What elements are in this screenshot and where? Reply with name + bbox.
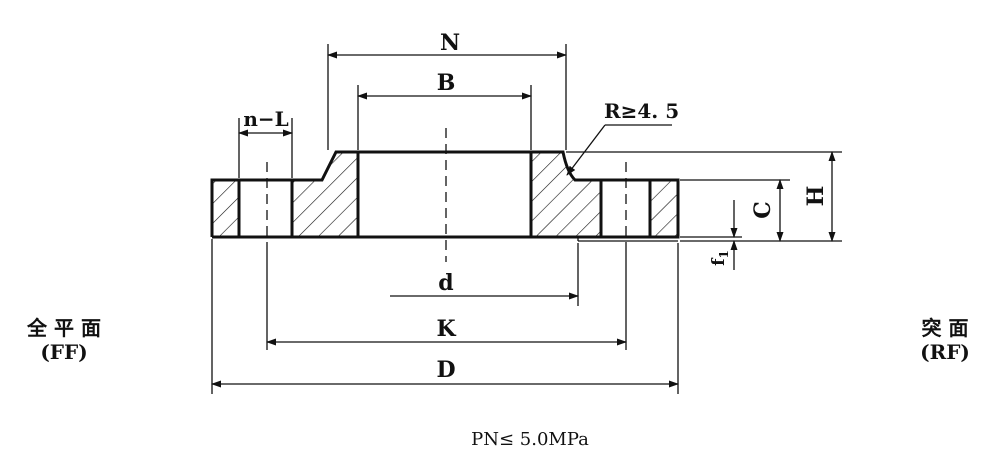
dimension-f1-label: f1 [709,250,731,266]
dimension-b-label: B [437,70,456,96]
dimension-h-label: H [803,186,829,207]
left-face-name: 全 平 面 [26,316,101,340]
pressure-caption: PN≤ 5.0MPa [471,429,589,450]
left-face-code: (FF) [40,340,87,364]
face-labels: 全 平 面 (FF) 突 面 (RF) [26,316,970,364]
radius-label: R≥4. 5 [604,99,679,123]
right-face-code: (RF) [920,340,970,364]
dimension-n-l: n−L [238,107,293,178]
dimension-d-outer-label: D [436,357,455,383]
right-face-name: 突 面 [922,316,969,340]
flange-outline [210,150,680,242]
dimension-n-l-label: n−L [243,107,288,131]
dimension-k: K [266,252,627,350]
dimension-d-outer: D [211,239,679,394]
dimension-k-label: K [436,316,456,342]
dimension-n-label: N [440,30,460,56]
dimension-n: N [327,30,567,150]
dimension-c-label: C [750,201,776,219]
centre-lines [266,128,627,262]
dimension-h: H [566,151,842,242]
section-hatching [212,152,678,237]
dimension-c: C [680,179,790,242]
radius-leader: R≥4. 5 [566,99,679,176]
dimension-d-small: d [390,243,579,306]
dimension-d-small-label: d [438,270,453,296]
dimension-f1: f1 [680,200,742,270]
dimension-b: B [357,70,532,150]
